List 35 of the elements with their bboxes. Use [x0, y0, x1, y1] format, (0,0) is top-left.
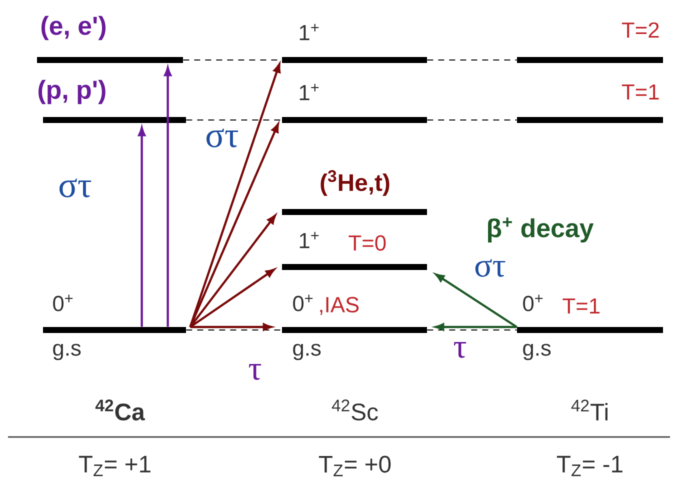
operator-label: τ	[248, 364, 262, 380]
isospin-projection-label: T$_{Z}$= +1	[78, 456, 150, 476]
arrow	[190, 268, 275, 328]
nucleus-label: $^{42}$Sc	[332, 400, 378, 420]
isospin-label: T=0	[348, 235, 386, 251]
spin-label: 0$^{+}$	[53, 294, 73, 312]
nucleus-label: $^{42}$Ca	[95, 400, 145, 420]
spin-label: 0$^{+}$	[523, 294, 543, 312]
operator-label: στ	[206, 128, 238, 148]
isospin-label: T=1	[622, 84, 659, 100]
reaction-label: (p, p')	[38, 80, 106, 104]
spin-label: 1$^{+}$	[300, 232, 319, 248]
decay-label: β$^{+}$ decay	[488, 218, 594, 242]
operator-label: στ	[475, 259, 506, 277]
state-label: g.s	[293, 344, 321, 360]
energy-level	[282, 209, 427, 215]
isospin-projection-label: T$_{Z}$= -1	[556, 456, 622, 476]
spin-label: 1$^{+}$	[300, 24, 319, 40]
arrow	[190, 323, 272, 331]
isospin-projection-label: T$_{Z}$= +0	[318, 456, 391, 476]
nucleus-label: $^{42}$Ti	[571, 400, 608, 420]
state-label: g.s	[523, 344, 551, 360]
arrow	[435, 274, 518, 328]
operator-label: στ	[60, 178, 92, 198]
state-label: g.s	[53, 344, 81, 360]
arrow	[189, 214, 276, 328]
reaction-label: ($^{3}$He,t)	[320, 170, 390, 196]
arrow	[189, 123, 279, 328]
state-label: ,IAS	[320, 296, 359, 316]
isospin-label: T=1	[562, 298, 600, 314]
operator-label: τ	[454, 342, 466, 358]
spin-label: 1$^{+}$	[300, 84, 319, 100]
reaction-label: (e, e')	[42, 16, 106, 40]
spin-label: 0$^{+}$	[293, 294, 313, 312]
isospin-label: T=2	[622, 22, 659, 38]
